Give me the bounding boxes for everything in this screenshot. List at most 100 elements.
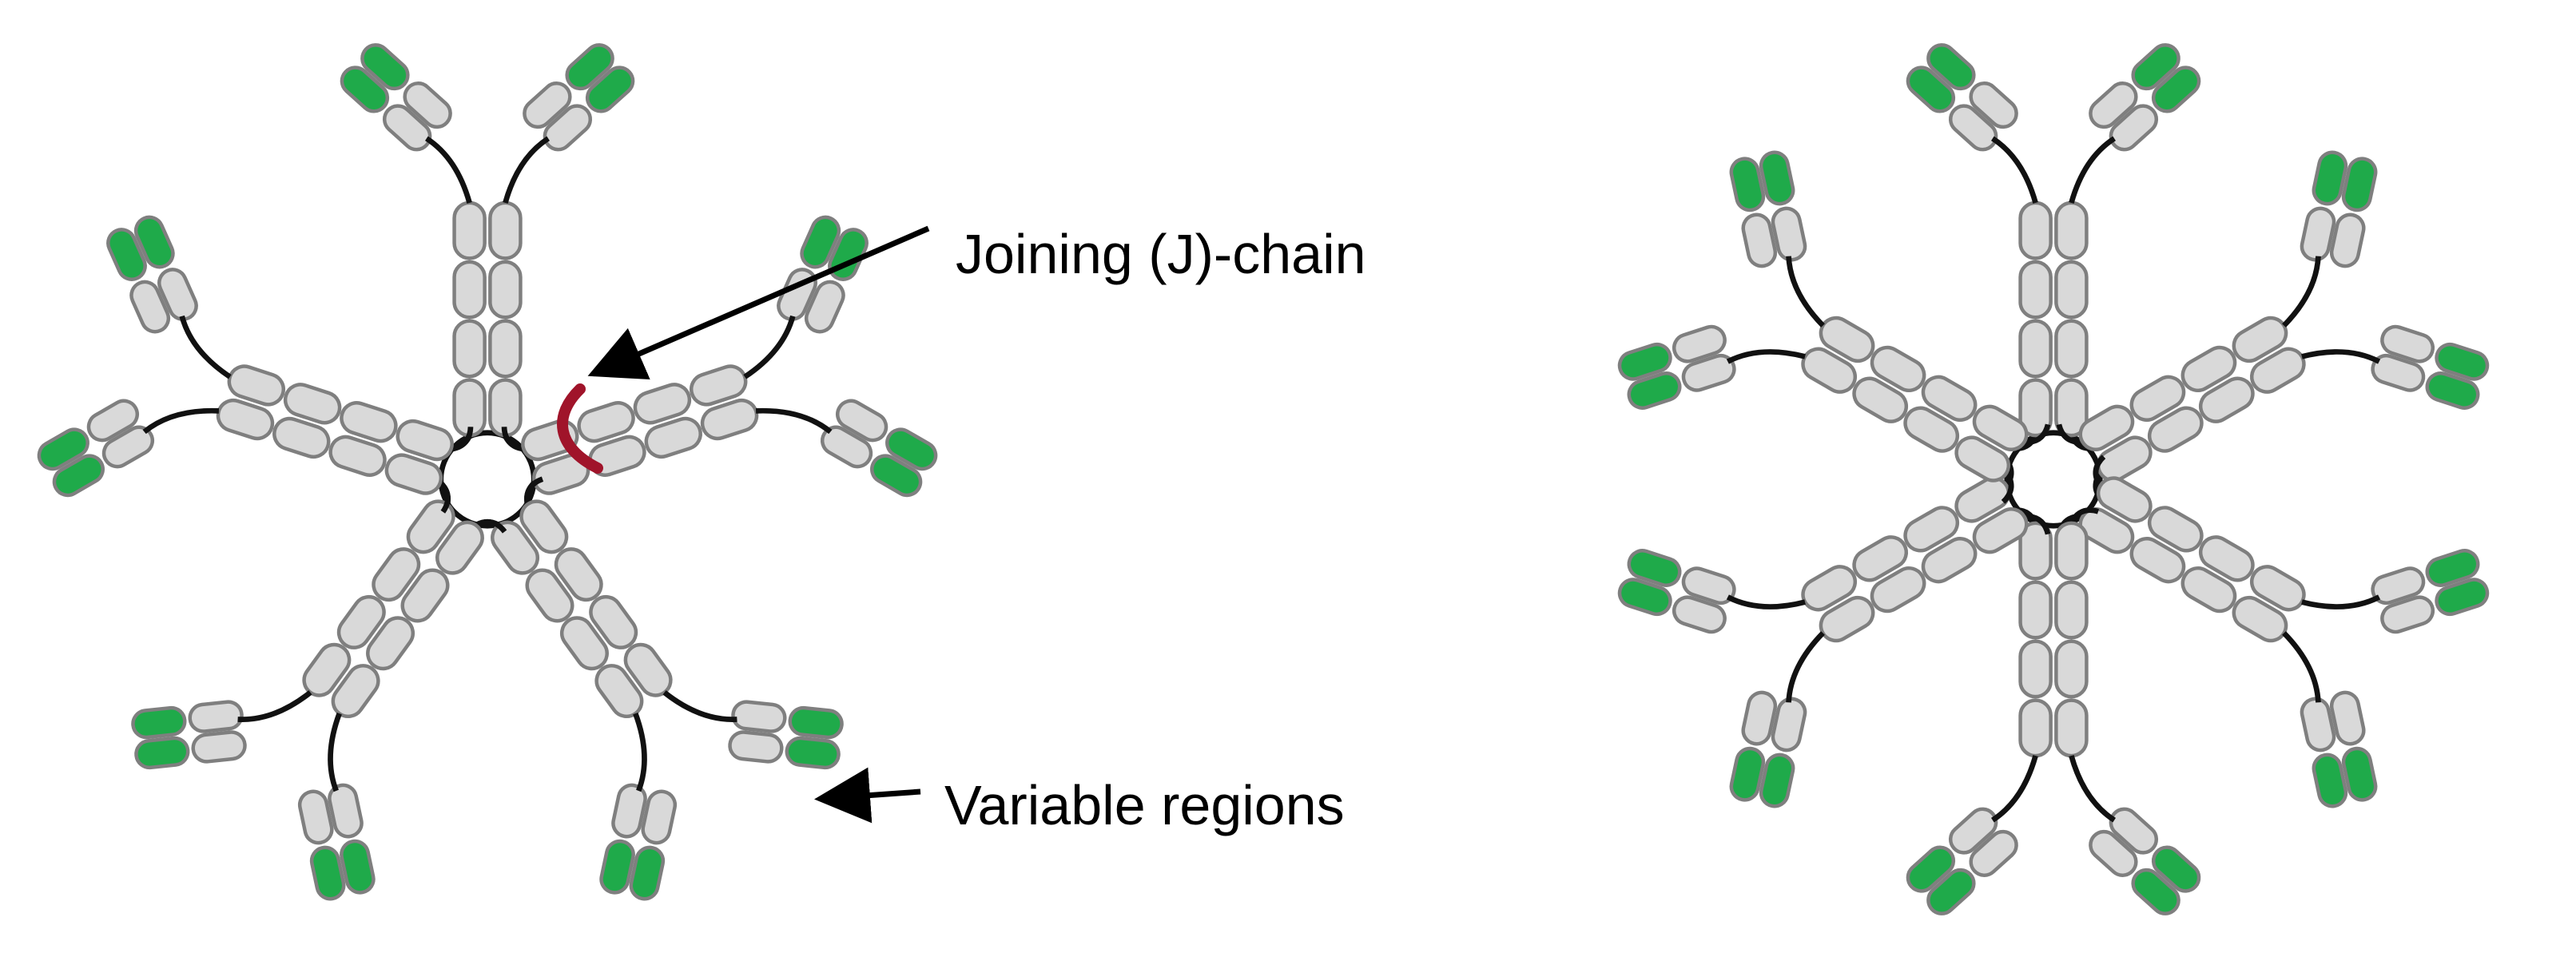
constant-domain: [384, 453, 443, 495]
fab-arm: [1729, 690, 1807, 808]
constant-domain: [2078, 404, 2135, 451]
variable-domain: [585, 66, 635, 113]
constant-domain: [1852, 376, 1909, 423]
constant-domain: [690, 364, 748, 407]
variable-domain: [885, 427, 938, 471]
constant-domain: [1870, 345, 1926, 393]
variable-domain: [2341, 746, 2378, 802]
hinge-linker: [2069, 507, 2099, 524]
fab-arm: [728, 700, 844, 770]
hinge-linker: [2001, 471, 2014, 504]
variable-domain: [599, 839, 635, 895]
fab-arm: [2300, 690, 2378, 808]
constant-domain: [336, 594, 386, 649]
antibody-arm-4: [131, 476, 507, 901]
constant-domain: [2054, 201, 2089, 260]
variable-domain: [2435, 578, 2490, 617]
constant-domain: [1771, 697, 1807, 752]
constant-domain: [1870, 566, 1926, 614]
constant-domain: [366, 616, 415, 671]
constant-domain: [1954, 476, 2011, 523]
constant-domain: [2078, 507, 2135, 554]
disulfide-ring: [2004, 430, 2103, 529]
constant-domain: [2329, 690, 2366, 746]
fab-linker: [1990, 136, 2038, 204]
fab-arm: [1906, 43, 2018, 152]
constant-domain: [1972, 404, 2029, 451]
antibody-arm-2: [501, 215, 938, 514]
variable-domain: [1627, 371, 1682, 410]
variable-domain: [2341, 157, 2378, 212]
fab-linker: [2069, 755, 2117, 823]
constant-domain: [157, 268, 198, 321]
fab-linker: [1786, 631, 1825, 703]
variable-domain: [1729, 157, 1766, 212]
constant-domain: [1969, 829, 2018, 877]
constant-domain: [2018, 201, 2053, 260]
fab-linker: [633, 712, 647, 792]
variable-domain: [2425, 549, 2480, 587]
variable-regions-arrow: [814, 767, 921, 824]
hinge-linker: [2025, 423, 2051, 446]
hinge-linker: [2093, 455, 2106, 487]
constant-domain: [2380, 595, 2435, 634]
fab-linker: [237, 690, 312, 722]
variable-domain: [1729, 746, 1766, 802]
constant-domain: [1969, 81, 2018, 129]
constant-domain: [2380, 324, 2435, 363]
constant-domain: [804, 280, 845, 334]
constant-domain: [2054, 260, 2089, 320]
fab-arm: [340, 43, 452, 152]
constant-domain: [1948, 104, 1998, 152]
constant-domain: [641, 789, 678, 845]
constant-domain: [101, 425, 155, 469]
constant-domain: [2198, 535, 2255, 582]
constant-domain: [435, 520, 484, 575]
constant-domain: [1672, 595, 1727, 634]
constant-domain: [525, 568, 574, 623]
constant-domain: [372, 547, 421, 602]
constant-domain: [2180, 566, 2237, 614]
constant-domain: [543, 104, 593, 152]
constant-domain: [297, 789, 334, 845]
hinge-linker: [451, 427, 474, 452]
variable-domain: [1926, 868, 1976, 915]
constant-domain: [611, 783, 647, 839]
constant-domain: [589, 594, 638, 649]
constant-domain: [2054, 639, 2089, 699]
constant-domain: [403, 81, 452, 129]
variable-domain: [340, 839, 376, 895]
variable-domain: [131, 705, 187, 740]
constant-domain: [2054, 319, 2089, 379]
fab-linker: [743, 315, 796, 379]
fab-linker: [503, 136, 551, 204]
fab-linker: [2282, 256, 2321, 328]
constant-domain: [86, 399, 140, 443]
constant-domain: [2371, 566, 2426, 606]
constant-domain: [2018, 378, 2053, 438]
variable-domain: [2151, 66, 2201, 113]
fab-arm: [599, 783, 678, 901]
variable-domain: [2131, 868, 2180, 915]
constant-domain: [1771, 206, 1807, 262]
constant-domain: [2054, 378, 2089, 438]
antibody-arm-3: [2056, 455, 2490, 808]
igm-pentamer-diagram: [37, 43, 938, 901]
constant-domain: [644, 416, 702, 459]
constant-domain: [2054, 521, 2089, 581]
fab-linker: [2301, 594, 2381, 610]
fab-arm: [2089, 807, 2201, 915]
constant-domain: [188, 700, 244, 733]
constant-domain: [577, 401, 635, 443]
fab-arm: [2371, 549, 2490, 634]
variable-domain: [565, 43, 614, 91]
variable-domain: [1617, 342, 1672, 381]
constant-domain: [1921, 537, 1978, 584]
constant-domain: [1948, 807, 1998, 855]
fab-linker: [1726, 594, 1806, 610]
constant-domain: [2180, 345, 2237, 393]
fab-linker: [2282, 631, 2321, 703]
constant-domain: [400, 568, 450, 623]
constant-domain: [820, 425, 873, 469]
j-chain-arrow: [587, 225, 930, 380]
